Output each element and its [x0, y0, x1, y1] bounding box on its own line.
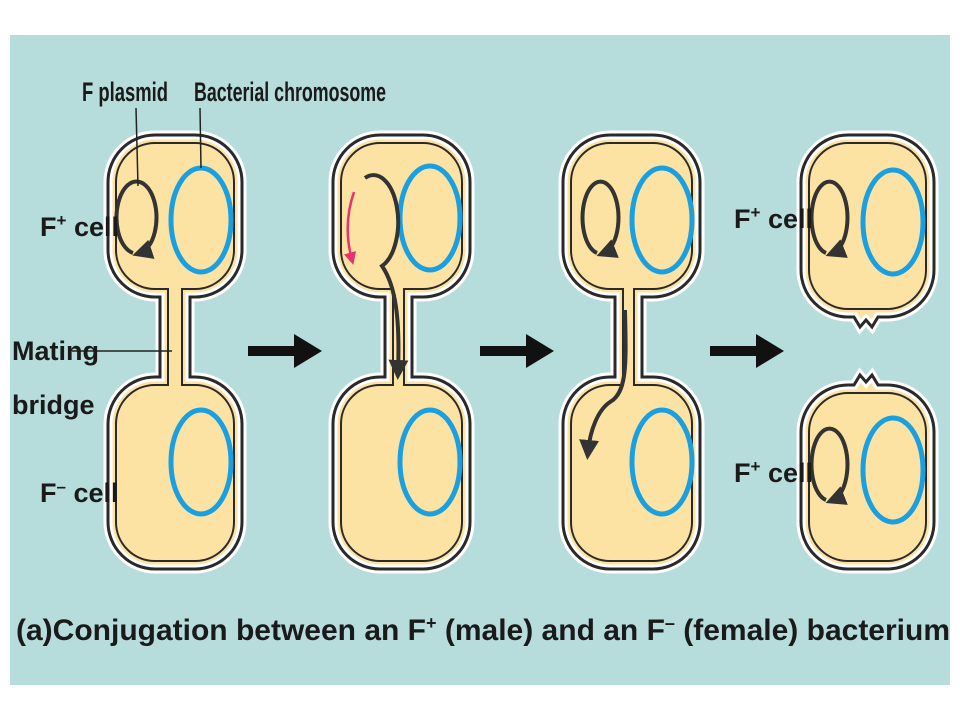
- bridge-label: bridge: [12, 390, 95, 420]
- transfer-direction-arrow: [343, 191, 357, 265]
- panel-letter: (a): [16, 614, 53, 647]
- bacterial-chromosome: [397, 407, 463, 517]
- cell-pair-outline: [561, 133, 702, 571]
- f-plasmid-pointer: [135, 107, 139, 187]
- f-plasmid: [580, 179, 621, 258]
- bacterial-chromosome: [168, 407, 234, 517]
- figure-caption: (a)Conjugation between an F+ (male) and …: [16, 613, 950, 647]
- bacterial-chromosome: [629, 407, 695, 517]
- stage-3-cell-pair: [558, 130, 705, 574]
- transferred-dna-strand: [579, 309, 628, 460]
- f-plasmid: [809, 426, 850, 505]
- stage-4-bottom-cell: [796, 367, 939, 574]
- f-plasmid: [114, 179, 159, 259]
- bacterial-chromosome: [860, 167, 926, 277]
- process-arrow: [710, 334, 784, 368]
- f-minus-cell-label: F– cell: [40, 477, 119, 508]
- bacterial-chromosome: [860, 415, 926, 525]
- f-plasmid: [809, 179, 850, 258]
- bacterial-chromosome: [629, 165, 695, 275]
- chromosome-pointer: [199, 107, 202, 169]
- f-plus-cell-label: F+ cell: [734, 457, 813, 488]
- stage-1-cell-pair: [103, 130, 247, 574]
- bacterial-chromosome-label: Bacterial chromosome: [194, 77, 386, 107]
- process-arrow: [248, 334, 322, 368]
- f-plus-cell-label: F+ cell: [734, 203, 813, 234]
- cell-pair-outline: [331, 133, 472, 571]
- f-plus-cell-label: F+ cell: [40, 211, 119, 242]
- stage-2-cell-pair: [328, 130, 475, 574]
- f-plasmid: [363, 173, 409, 380]
- f-plus-cell-outline: [799, 133, 936, 330]
- mating-label: Mating: [12, 336, 99, 366]
- f-plus-cell-outline: [799, 372, 936, 571]
- process-arrow: [480, 334, 554, 368]
- stage-4-top-cell: [796, 130, 939, 335]
- f-plasmid-label: F plasmid: [82, 77, 168, 107]
